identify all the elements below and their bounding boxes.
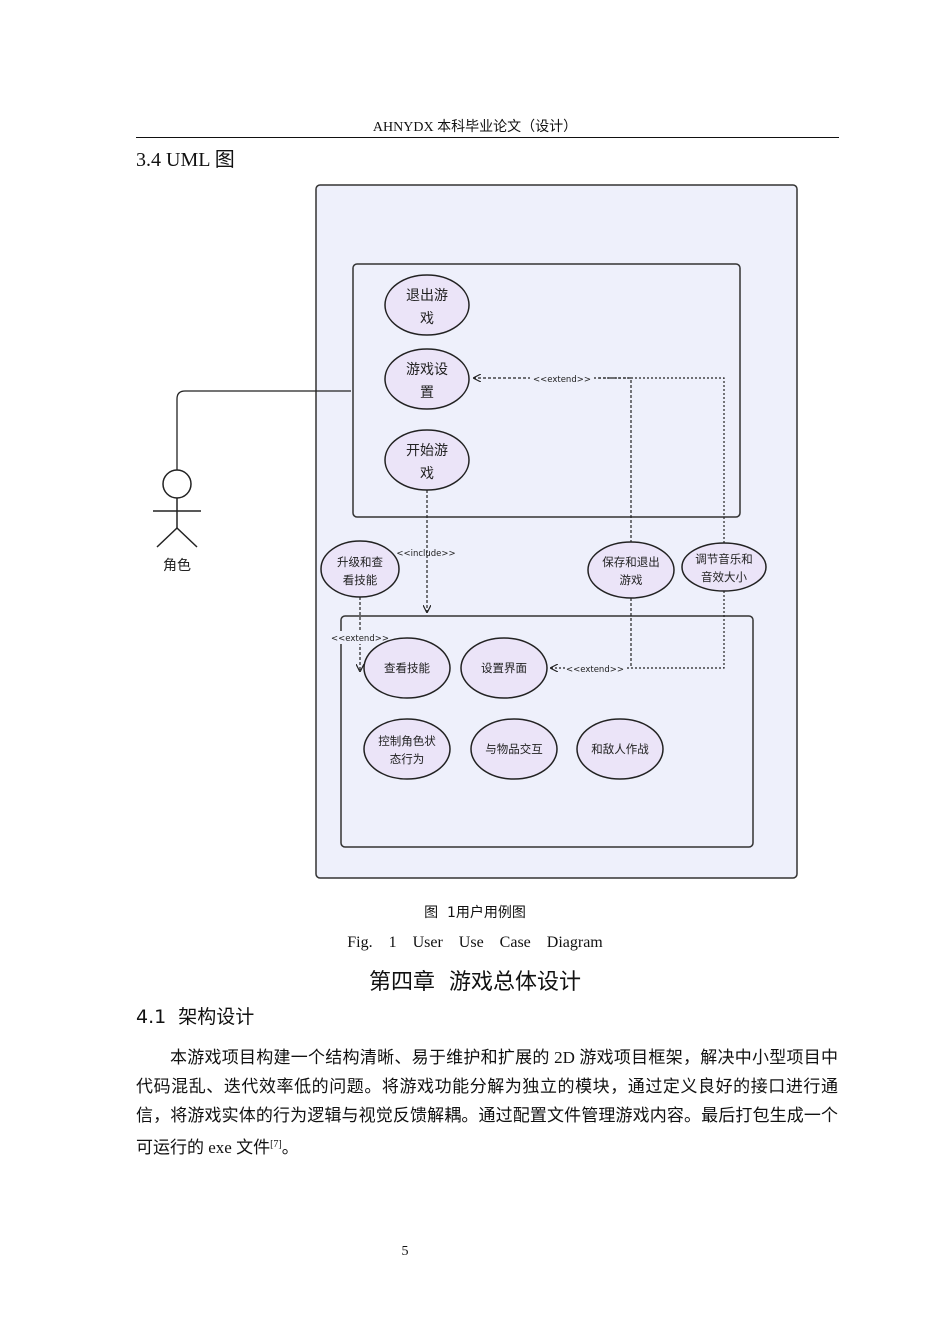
extend-label-left: <<extend>> [331, 634, 389, 644]
svg-text:戏: 戏 [420, 466, 434, 482]
use-case-diagram: 角色 <<extend>> <<include>> <<extend>> <<e… [153, 184, 798, 879]
body-paragraph: 本游戏项目构建一个结构清晰、易于维护和扩展的 2D 游戏项目框架，解决中小型项目… [136, 1043, 838, 1162]
page-number: 5 [401, 1244, 409, 1259]
use-case-settings-ui: 设置界面 [460, 637, 548, 699]
extend-label-top: <<extend>> [533, 375, 591, 385]
svg-text:设置界面: 设置界面 [481, 661, 527, 675]
chapter-title: 第四章 游戏总体设计 [369, 970, 581, 995]
svg-text:戏: 戏 [420, 311, 434, 327]
svg-text:态行为: 态行为 [390, 752, 425, 766]
paragraph-text: 本游戏项目构建一个结构清晰、易于维护和扩展的 2D 游戏项目框架，解决中小型项目… [136, 1048, 838, 1157]
figure-caption-en: Fig. 1 User Use Case Diagram [347, 934, 603, 951]
figure-caption-cn: 图 1用户用例图 [424, 905, 526, 921]
citation: [7] [270, 1139, 282, 1150]
actor [153, 469, 201, 548]
extend-label-bottom: <<extend>> [566, 665, 624, 675]
svg-text:游戏: 游戏 [620, 573, 643, 587]
use-case-item-interaction: 与物品交互 [470, 718, 558, 780]
actor-label: 角色 [163, 557, 191, 574]
use-case-view-skills: 查看技能 [363, 637, 451, 699]
svg-text:退出游: 退出游 [406, 288, 448, 304]
actor-association [176, 390, 351, 470]
use-case-control-character: 控制角色状 态行为 [363, 718, 451, 780]
header-rule [136, 137, 839, 138]
svg-text:游戏设: 游戏设 [406, 362, 448, 378]
svg-text:升级和查: 升级和查 [337, 555, 383, 569]
extend-audio-to-settings [598, 377, 725, 543]
use-case-upgrade-skills: 升级和查 看技能 [320, 540, 400, 598]
paragraph-end: 。 [281, 1138, 299, 1157]
svg-text:保存和退出: 保存和退出 [602, 555, 660, 569]
use-case-exit-game: 退出游 戏 [384, 274, 470, 336]
use-case-fight-enemies: 和敌人作战 [576, 718, 664, 780]
svg-text:查看技能: 查看技能 [384, 661, 430, 675]
svg-text:控制角色状: 控制角色状 [378, 734, 436, 748]
svg-text:和敌人作战: 和敌人作战 [591, 742, 649, 756]
use-case-save-exit: 保存和退出 游戏 [587, 541, 675, 599]
use-case-start-game: 开始游 戏 [384, 429, 470, 491]
use-case-game-settings: 游戏设 置 [384, 348, 470, 410]
svg-text:调节音乐和: 调节音乐和 [695, 552, 753, 566]
svg-text:置: 置 [420, 385, 434, 401]
svg-text:开始游: 开始游 [406, 443, 448, 459]
subsection-heading: 4.1 架构设计 [136, 1006, 255, 1028]
svg-text:音效大小: 音效大小 [701, 570, 747, 584]
svg-text:与物品交互: 与物品交互 [485, 742, 543, 756]
section-heading: 3.4 UML 图 [136, 149, 235, 171]
use-case-adjust-audio: 调节音乐和 音效大小 [681, 542, 767, 592]
running-header: AHNYDX 本科毕业论文（设计） [372, 120, 578, 135]
include-label: <<include>> [396, 549, 455, 559]
svg-text:看技能: 看技能 [343, 573, 378, 587]
